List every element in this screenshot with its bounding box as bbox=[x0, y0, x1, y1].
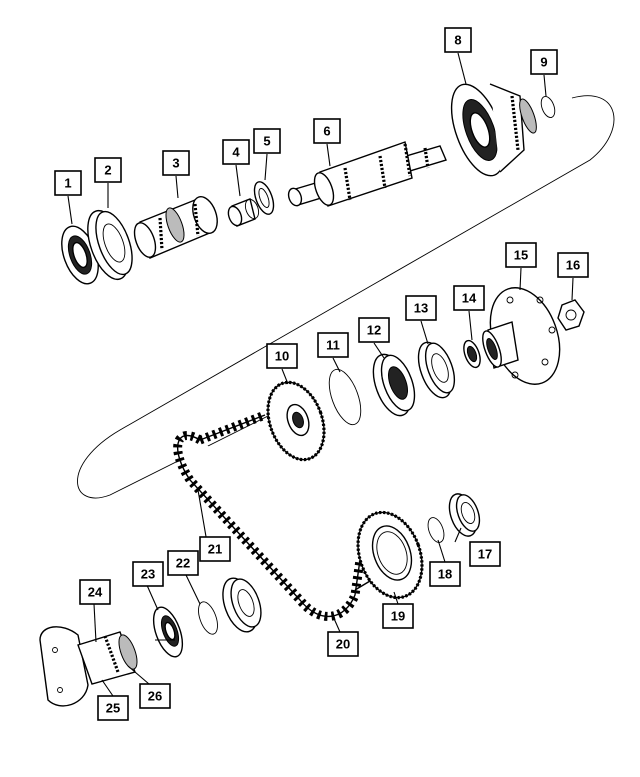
part-6-mainshaft bbox=[287, 141, 447, 207]
part-17-bearing bbox=[448, 493, 481, 537]
svg-text:12: 12 bbox=[367, 323, 381, 338]
part-21-bearing bbox=[222, 577, 262, 633]
part-10-drive-sprocket bbox=[266, 380, 326, 462]
svg-text:21: 21 bbox=[208, 542, 222, 557]
part-5-washer bbox=[253, 181, 275, 215]
leader-lines bbox=[67, 52, 574, 697]
part-13-bearing bbox=[417, 341, 456, 399]
svg-text:22: 22 bbox=[176, 556, 190, 571]
label-part-21: 21 bbox=[199, 536, 231, 562]
part-16-nut bbox=[557, 299, 585, 331]
label-part-18: 18 bbox=[429, 561, 461, 587]
svg-text:1: 1 bbox=[64, 176, 71, 191]
label-part-5: 5 bbox=[253, 128, 281, 154]
part-11-snap-ring bbox=[328, 368, 362, 426]
svg-text:17: 17 bbox=[478, 547, 492, 562]
part-2-bearing bbox=[87, 209, 133, 281]
svg-text:6: 6 bbox=[323, 124, 330, 139]
label-part-12: 12 bbox=[358, 317, 390, 343]
label-part-17: 17 bbox=[469, 541, 501, 567]
label-part-15: 15 bbox=[505, 242, 537, 268]
part-8-planetary-carrier bbox=[450, 83, 537, 177]
part-20-drive-chain bbox=[173, 410, 381, 621]
label-part-26: 26 bbox=[139, 683, 171, 709]
svg-text:24: 24 bbox=[88, 585, 103, 600]
svg-text:26: 26 bbox=[148, 689, 162, 704]
label-part-10: 10 bbox=[266, 343, 298, 369]
svg-text:2: 2 bbox=[104, 163, 111, 178]
svg-text:19: 19 bbox=[391, 609, 405, 624]
part-18-snap-ring bbox=[427, 517, 445, 543]
assembly-group-outline bbox=[77, 95, 615, 499]
svg-text:11: 11 bbox=[326, 338, 340, 353]
part-3-sleeve-gear bbox=[133, 196, 218, 259]
label-part-20: 20 bbox=[327, 631, 359, 657]
part-9-snap-ring bbox=[540, 96, 556, 118]
label-part-23: 23 bbox=[132, 561, 164, 587]
svg-text:9: 9 bbox=[540, 55, 547, 70]
label-part-4: 4 bbox=[222, 139, 250, 165]
label-part-14: 14 bbox=[453, 285, 485, 311]
label-part-3: 3 bbox=[162, 150, 190, 176]
label-part-1: 1 bbox=[54, 170, 82, 196]
label-part-2: 2 bbox=[94, 157, 122, 183]
svg-text:8: 8 bbox=[454, 33, 461, 48]
part-12-bearing bbox=[372, 353, 416, 417]
label-part-13: 13 bbox=[405, 295, 437, 321]
svg-text:25: 25 bbox=[106, 701, 120, 716]
part-4-bushing bbox=[227, 198, 260, 227]
part-23-seal bbox=[152, 606, 184, 658]
svg-text:14: 14 bbox=[462, 291, 477, 306]
label-part-11: 11 bbox=[317, 332, 349, 358]
label-part-22: 22 bbox=[167, 550, 199, 576]
label-part-24: 24 bbox=[79, 579, 111, 605]
label-part-25: 25 bbox=[97, 695, 129, 721]
svg-text:18: 18 bbox=[438, 567, 452, 582]
label-part-6: 6 bbox=[313, 118, 341, 144]
svg-text:20: 20 bbox=[336, 637, 350, 652]
label-part-8: 8 bbox=[444, 27, 472, 53]
part-15-companion-flange bbox=[482, 287, 561, 385]
svg-text:10: 10 bbox=[275, 349, 289, 364]
svg-text:15: 15 bbox=[514, 248, 528, 263]
part-14-retaining-ring bbox=[463, 339, 481, 369]
label-part-19: 19 bbox=[382, 603, 414, 629]
svg-text:13: 13 bbox=[414, 301, 428, 316]
part-19-driven-sprocket bbox=[356, 510, 424, 600]
svg-text:5: 5 bbox=[263, 134, 270, 149]
svg-text:23: 23 bbox=[141, 567, 155, 582]
label-part-9: 9 bbox=[530, 49, 558, 75]
part-24-output-flange bbox=[39, 626, 138, 707]
svg-text:16: 16 bbox=[566, 258, 580, 273]
svg-text:4: 4 bbox=[232, 145, 240, 160]
svg-text:3: 3 bbox=[172, 156, 179, 171]
label-part-16: 16 bbox=[557, 252, 589, 278]
part-22-retaining-ring bbox=[198, 601, 218, 635]
